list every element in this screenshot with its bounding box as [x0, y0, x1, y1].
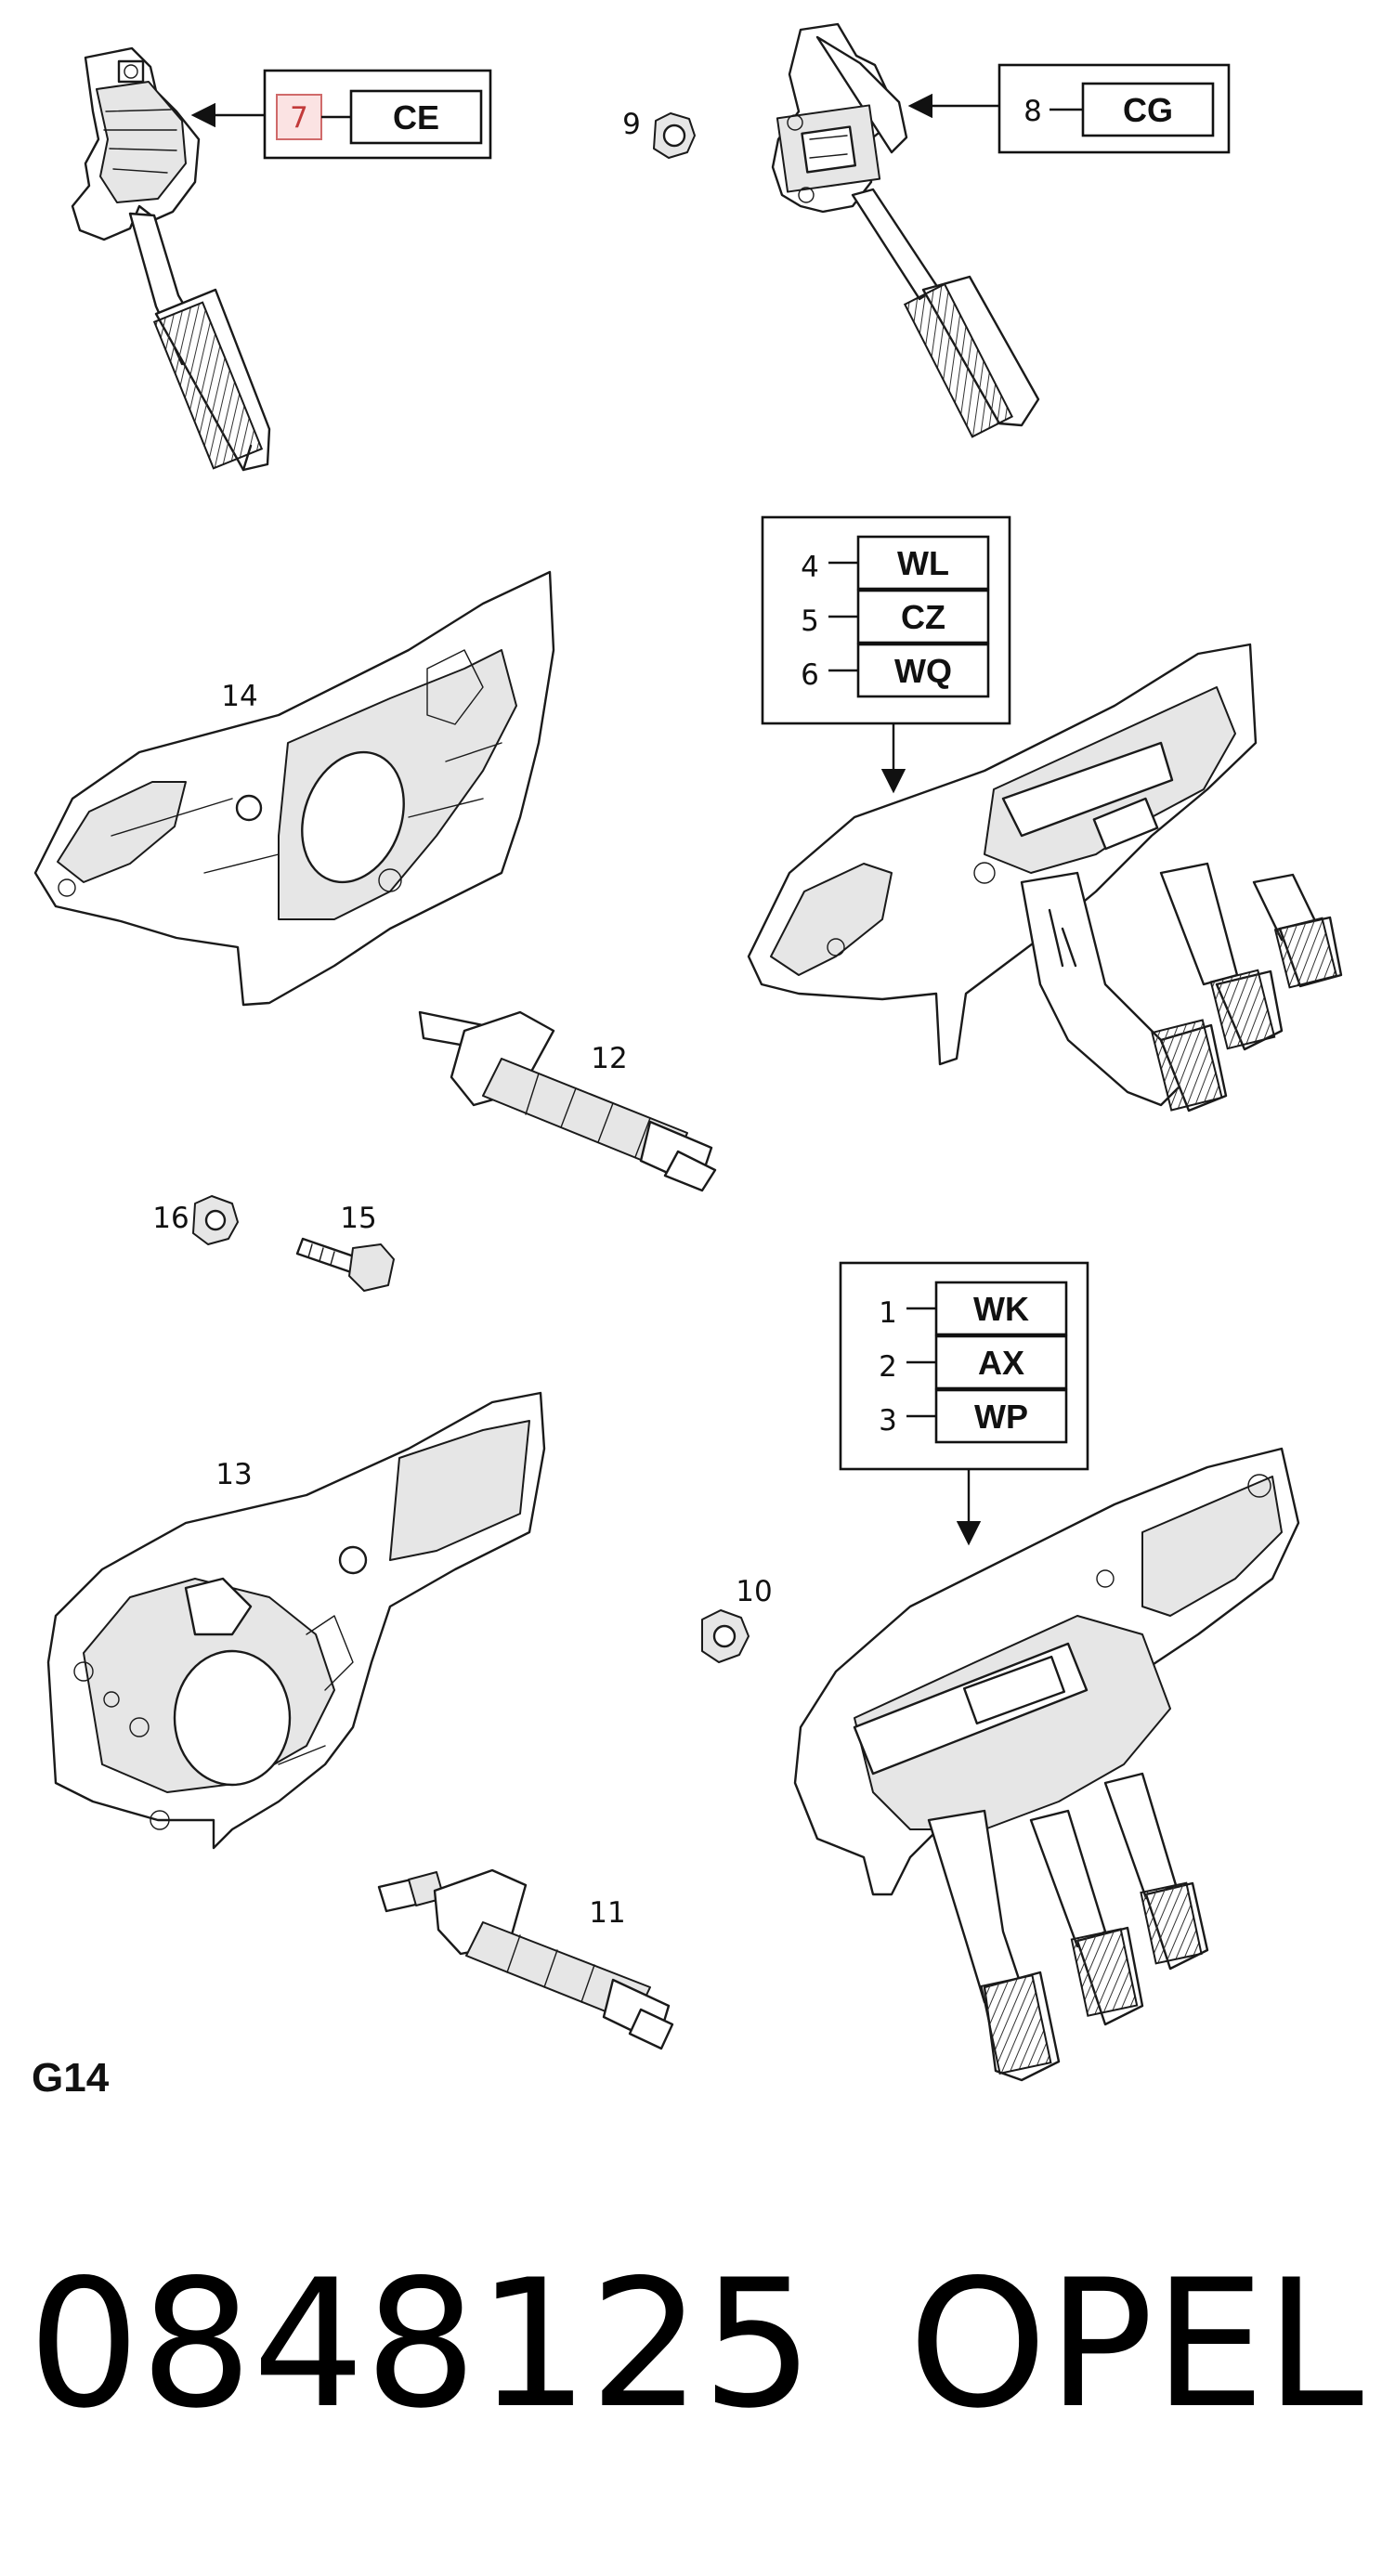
nut-part-10: 10	[701, 1575, 773, 1663]
code-ce: CE	[393, 98, 439, 137]
ref-number-1: 1	[879, 1296, 897, 1330]
diagram-id: G14	[32, 2055, 110, 2101]
pedal-box-lower-illustration	[793, 1447, 1300, 2082]
callout-15: 15	[340, 1202, 376, 1235]
part-number: 0848125	[28, 2242, 814, 2447]
clutch-cylinder-part-11-illustration: 11	[377, 1868, 674, 2050]
ref-number-8: 8	[1023, 95, 1042, 128]
code-wl: WL	[897, 544, 949, 582]
pedal-box-upper-illustration	[747, 643, 1343, 1112]
accelerator-pedal-ce-illustration	[71, 46, 271, 472]
callout-11: 11	[589, 1896, 625, 1930]
code-group-cg: 8 CG	[907, 63, 1231, 154]
code-wq: WQ	[894, 652, 952, 690]
code-group-ce: 7 CE	[190, 69, 492, 160]
code-wk: WK	[973, 1290, 1029, 1328]
callout-13: 13	[215, 1458, 252, 1491]
callout-9: 9	[622, 108, 641, 141]
bracket-part-14-illustration: 14	[33, 570, 555, 1007]
bolt-part-15: 15	[295, 1202, 395, 1292]
ref-number-4: 4	[801, 551, 819, 584]
nut-part-16: 16	[152, 1195, 239, 1245]
ref-number-3: 3	[879, 1404, 897, 1438]
bracket-part-13-illustration: 13	[46, 1391, 546, 1850]
callout-16: 16	[152, 1202, 189, 1235]
ref-number-2: 2	[879, 1350, 897, 1384]
ref-number-7: 7	[290, 101, 308, 135]
accelerator-pedal-cg-illustration	[771, 22, 1040, 438]
clutch-cylinder-part-12-illustration: 12	[418, 1010, 717, 1192]
callout-12: 12	[591, 1042, 627, 1075]
code-ax: AX	[978, 1344, 1024, 1382]
brand-name: OPEL	[908, 2242, 1363, 2447]
code-cg: CG	[1123, 91, 1173, 129]
ref-number-5: 5	[801, 605, 819, 638]
nut-part-9: 9	[622, 108, 696, 159]
ref-number-6: 6	[801, 658, 819, 692]
highlighted-ref-number	[276, 94, 322, 140]
callout-14: 14	[221, 680, 257, 713]
code-wp: WP	[974, 1398, 1028, 1436]
code-group-lower-set: 1 WK 2 AX 3 WP	[839, 1261, 1089, 1546]
code-cz: CZ	[901, 598, 945, 636]
callout-10: 10	[736, 1575, 772, 1608]
code-group-upper-set: 4 WL 5 CZ 6 WQ	[761, 515, 1011, 794]
